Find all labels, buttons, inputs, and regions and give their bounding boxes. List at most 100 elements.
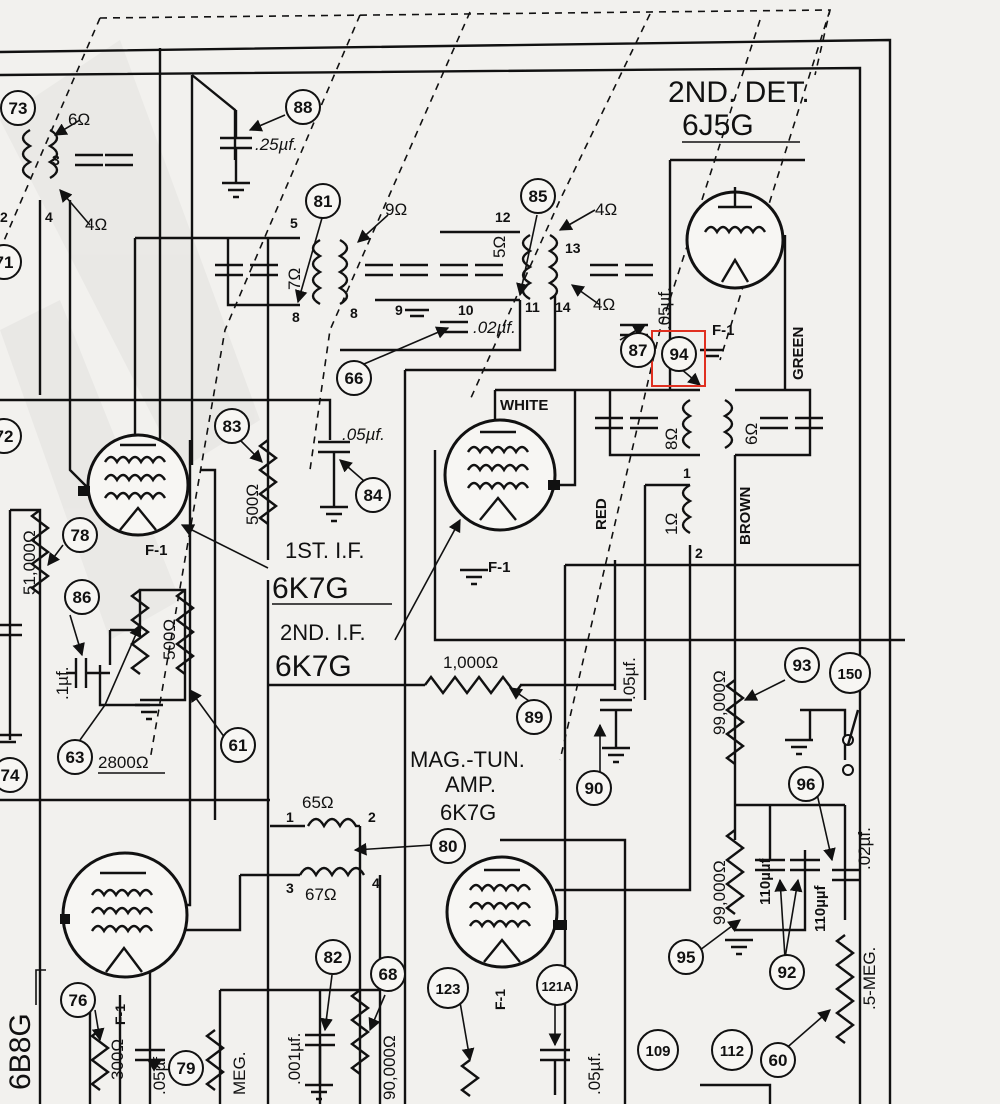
callout-circle-85 <box>520 178 556 214</box>
pin-73-3: 3 <box>52 152 60 168</box>
callout-label-92: 92 <box>778 963 797 982</box>
val-c90: .05µf. <box>620 657 639 700</box>
callout-circle-71 <box>0 244 22 280</box>
callout-circle-87 <box>620 332 656 368</box>
callout-label-86: 86 <box>73 588 92 607</box>
val-r85c: 4Ω <box>593 295 615 314</box>
pin-85-9: 9 <box>395 302 403 318</box>
callout-circle-61 <box>220 727 256 763</box>
callout-label-93: 93 <box>793 656 812 675</box>
pin-85-13: 13 <box>565 240 581 256</box>
callout-label-88: 88 <box>294 98 313 117</box>
callout-label-85: 85 <box>529 187 548 206</box>
callout-circle-93 <box>784 647 820 683</box>
callout-circle-83 <box>214 408 250 444</box>
callout-circle-74 <box>0 757 28 793</box>
pin-81-8b: 8 <box>350 305 358 321</box>
callout-circle-121A <box>536 964 578 1006</box>
callout-label-74: 74 <box>1 766 20 785</box>
pin-80-1: 1 <box>286 809 294 825</box>
callout-label-79: 79 <box>177 1059 196 1078</box>
callout-label-63: 63 <box>66 748 85 767</box>
val-c88: .25µf. <box>255 135 298 154</box>
pin-81-8a: 8 <box>292 309 300 325</box>
callout-circle-89 <box>516 699 552 735</box>
pin-73-2: 2 <box>0 209 8 225</box>
val-r73a: 6Ω <box>68 110 90 129</box>
val-r76: 300Ω <box>108 1039 127 1080</box>
callout-circle-82 <box>315 939 351 975</box>
val-r89: 1,000Ω <box>443 653 498 672</box>
pin-85-12: 12 <box>495 209 511 225</box>
callout-label-68: 68 <box>379 965 398 984</box>
text-labels: 2ND. DET. 6J5G 1ST. I.F. 6K7G 2ND. I.F. … <box>0 76 879 1100</box>
resistors <box>30 439 855 1097</box>
pin-94-2: 2 <box>695 545 703 561</box>
callout-circle-90 <box>576 770 612 806</box>
pin-80-2: 2 <box>368 809 376 825</box>
callout-circle-92 <box>769 954 805 990</box>
callout-label-72: 72 <box>0 427 13 446</box>
val-c87: .05µf. <box>655 287 674 330</box>
val-c84: .05µf. <box>342 425 385 444</box>
val-l94a: 8Ω <box>662 428 681 450</box>
callout-circle-76 <box>60 982 96 1018</box>
f1-if2: F-1 <box>488 559 511 576</box>
callout-circle-66 <box>336 360 372 396</box>
callout-label-81: 81 <box>314 192 333 211</box>
callout-circles: 7388818571668794728384788663617489909315… <box>0 89 871 1086</box>
callout-label-109: 109 <box>645 1043 670 1060</box>
wire-green: GREEN <box>790 327 807 380</box>
vacuum-tubes <box>60 187 785 979</box>
val-c121: .05µf. <box>585 1052 604 1095</box>
callout-label-96: 96 <box>797 775 816 794</box>
val-r85a: 4Ω <box>595 200 617 219</box>
callout-circle-78 <box>62 517 98 553</box>
callout-circle-88 <box>285 89 321 125</box>
val-l94b: 6Ω <box>742 423 761 445</box>
callout-label-112: 112 <box>720 1043 744 1060</box>
conv-type-label: 6B8G <box>4 1013 37 1090</box>
callout-label-121A: 121A <box>541 979 573 994</box>
callout-label-60: 60 <box>769 1051 788 1070</box>
callout-circle-86 <box>64 579 100 615</box>
val-c66: .02µf. <box>473 318 516 337</box>
mag-type-label: 6K7G <box>440 800 496 825</box>
val-r93: 99,000Ω <box>710 670 729 735</box>
val-r81b: 7Ω <box>285 268 304 290</box>
callout-circle-112 <box>711 1029 753 1071</box>
callout-circle-81 <box>305 183 341 219</box>
callout-label-73: 73 <box>9 99 28 118</box>
if1-type-label: 6K7G <box>272 572 349 605</box>
f1-det: F-1 <box>712 322 735 339</box>
val-r61: 500Ω <box>160 619 179 660</box>
main-wiring <box>0 38 905 1104</box>
callout-label-123: 123 <box>435 981 460 998</box>
f1-mag: F-1 <box>492 989 508 1010</box>
callout-circle-80 <box>430 828 466 864</box>
callout-label-89: 89 <box>525 708 544 727</box>
pin-85-11: 11 <box>525 299 540 315</box>
val-r95: 99,000Ω <box>710 860 729 925</box>
f1-conv: F-1 <box>112 1004 128 1025</box>
callout-circle-63 <box>57 739 93 775</box>
val-r78: 51,000Ω <box>20 530 39 595</box>
val-c79: .05µf <box>150 1057 169 1095</box>
pin-73-4: 4 <box>45 209 53 225</box>
callout-label-82: 82 <box>324 948 343 967</box>
callout-label-71: 71 <box>0 253 13 272</box>
val-r79: MEG. <box>230 1052 249 1095</box>
callout-circle-95 <box>668 939 704 975</box>
val-l94c: 1Ω <box>662 513 681 535</box>
callout-label-61: 61 <box>229 736 248 755</box>
mag-name-label: MAG.-TUN. <box>410 747 525 772</box>
callout-circle-123 <box>427 967 469 1009</box>
callout-label-84: 84 <box>364 486 383 505</box>
callout-label-80: 80 <box>439 837 458 856</box>
callout-circle-150 <box>829 652 871 694</box>
wire-white: WHITE <box>500 397 548 414</box>
if2-type-label: 6K7G <box>275 650 352 683</box>
switch-150 <box>842 709 860 776</box>
callout-label-76: 76 <box>69 991 88 1010</box>
